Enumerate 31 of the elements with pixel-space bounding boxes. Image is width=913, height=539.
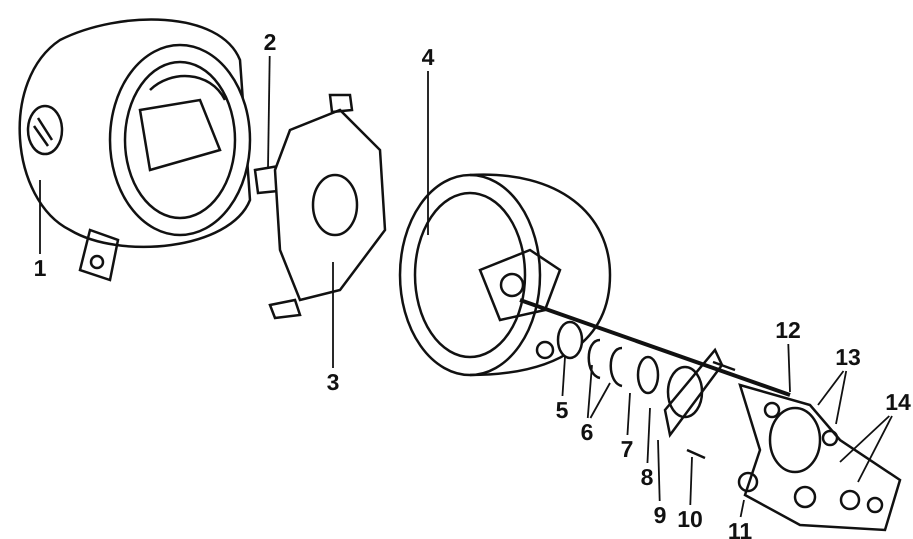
callout-number: 4	[419, 45, 437, 69]
leader-line	[590, 382, 611, 418]
callout-number: 3	[324, 370, 342, 394]
leader-line	[689, 456, 693, 506]
leader-line	[427, 71, 429, 235]
callout-number: 7	[618, 437, 636, 461]
callout-number: 12	[774, 318, 802, 342]
callout-number: 13	[834, 345, 862, 369]
leader-line	[839, 415, 890, 463]
leader-line	[332, 262, 334, 368]
leader-line	[39, 180, 41, 254]
leader-line	[740, 500, 745, 518]
leader-line	[646, 408, 651, 464]
leader-line	[267, 56, 271, 168]
leader-line	[787, 344, 791, 392]
leader-line	[626, 392, 631, 436]
callout-number: 2	[261, 30, 279, 54]
callout-number: 10	[676, 507, 704, 531]
leader-line	[657, 440, 661, 502]
callout-number: 9	[651, 503, 669, 527]
callout-number: 8	[638, 465, 656, 489]
callout-number: 1	[31, 256, 49, 280]
callout-number: 5	[553, 398, 571, 422]
leader-line	[817, 370, 844, 406]
leader-line	[562, 356, 566, 396]
leader-line	[857, 416, 893, 482]
leader-line	[586, 364, 593, 418]
callout-number: 14	[884, 390, 912, 414]
callout-number: 6	[578, 420, 596, 444]
callout-number: 11	[726, 519, 754, 539]
leader-line	[835, 370, 848, 424]
